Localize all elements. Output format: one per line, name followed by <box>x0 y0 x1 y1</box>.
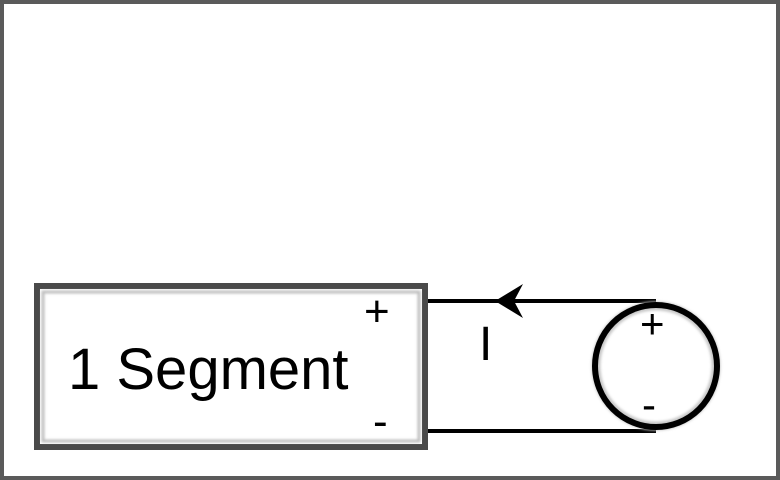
voltage-source: + - <box>591 300 721 431</box>
source-plus-terminal-label: + <box>640 300 665 347</box>
segment-block-label: 1 Segment <box>68 337 349 402</box>
block-minus-terminal-label: - <box>373 397 388 446</box>
voltage-source-icon <box>592 302 720 430</box>
source-minus-terminal-label: - <box>642 381 656 428</box>
block-plus-terminal-label: + <box>364 287 390 336</box>
current-direction-arrow-icon <box>495 284 523 318</box>
segment-block: 1 Segment + - <box>34 283 428 450</box>
segment-block-inner-shadow <box>41 290 421 443</box>
current-label: I <box>479 318 492 371</box>
segment-block-border <box>34 283 428 450</box>
